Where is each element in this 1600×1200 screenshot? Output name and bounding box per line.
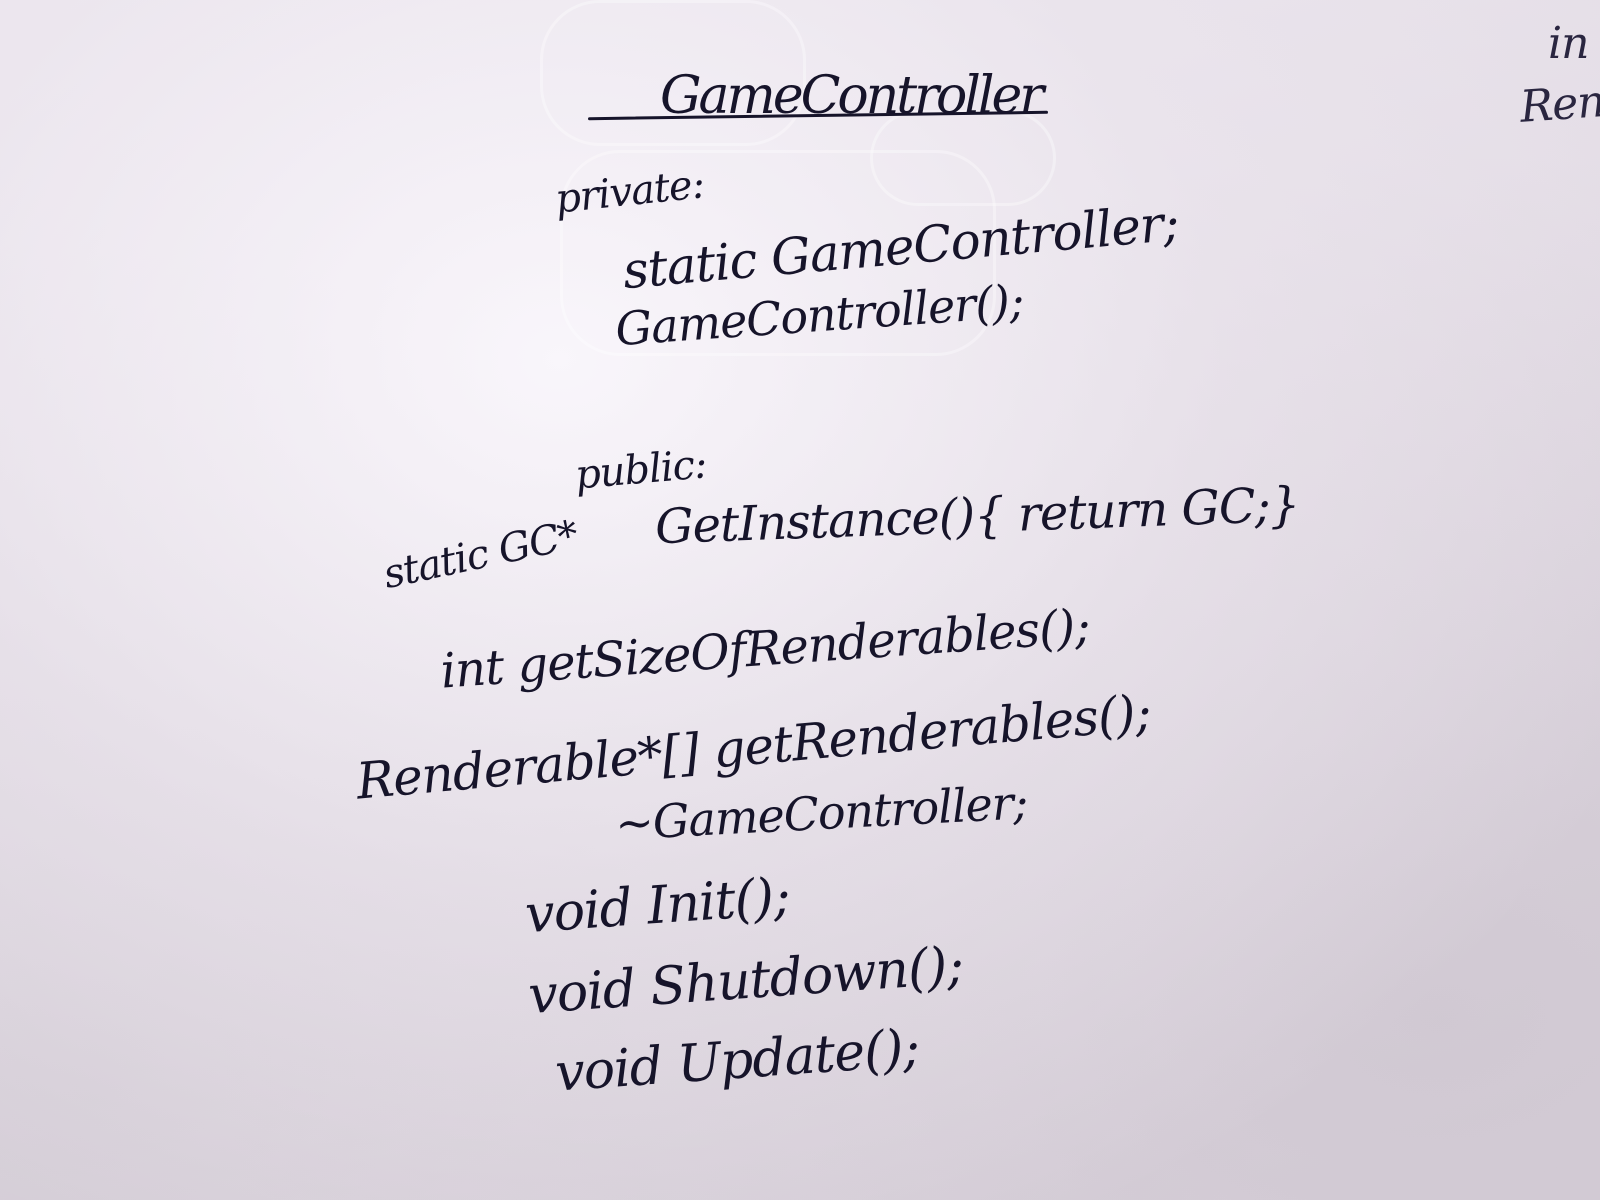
public-member: GetInstance(){ return GC;} (654, 476, 1301, 556)
ghost-stroke (540, 0, 806, 146)
public-member: int getSizeOfRenderables(); (438, 598, 1092, 700)
edge-note: in (1548, 18, 1589, 69)
public-label: public: (573, 441, 709, 499)
public-member: static GC* (379, 512, 582, 598)
public-member: void Update(); (553, 1018, 921, 1104)
ghost-stroke (560, 150, 996, 356)
public-member: void Shutdown(); (526, 935, 965, 1027)
edge-note: Rend (1518, 74, 1600, 133)
public-member: ~GameController; (613, 775, 1029, 851)
public-member: void Init(); (523, 866, 792, 946)
